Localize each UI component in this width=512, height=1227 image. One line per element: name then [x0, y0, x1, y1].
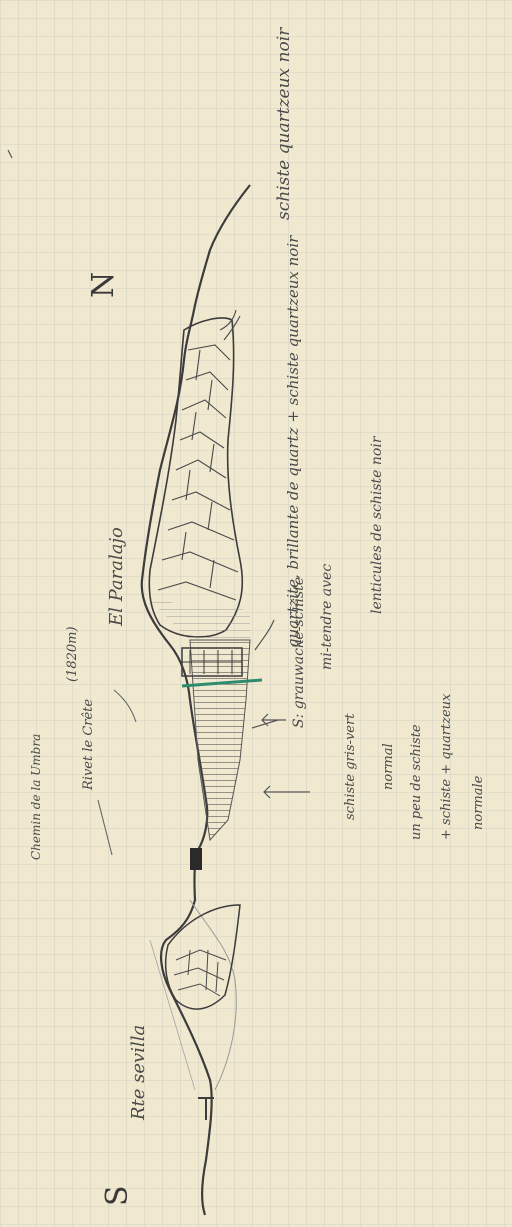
label-route-sevilla: Rte sevilla — [130, 1025, 148, 1120]
label-elevation: (1820m) — [66, 626, 79, 682]
label-rivet: Rivet le Crête — [82, 699, 95, 790]
label-tendre: mi-tendre avec — [320, 564, 334, 670]
dark-marker — [190, 848, 202, 870]
label-schiste-quartzeux: + schiste + quartzeux — [440, 694, 453, 840]
label-un-peu: un peu de schiste — [410, 724, 423, 840]
label-normale: normale — [472, 776, 485, 830]
north-label: N — [86, 272, 121, 298]
label-schiste-quartzeux-noir: schiste quartzeux noir — [276, 28, 293, 220]
south-label: S — [100, 1185, 135, 1206]
label-el-paralajo: El Paralajo — [108, 527, 126, 626]
label-normal: normal — [382, 743, 395, 790]
label-chemin: Chemin de la Umbra — [30, 734, 42, 860]
label-schiste-gris: schiste gris-vert — [344, 714, 357, 820]
label-grauwacke: S: grauwacke-schiste — [292, 577, 306, 728]
label-lenticules: lenticules de schiste noir — [370, 436, 384, 614]
